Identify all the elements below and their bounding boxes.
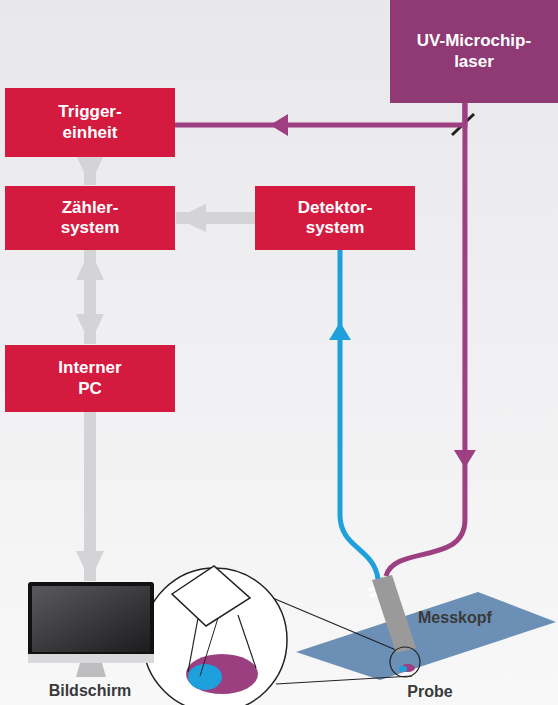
node-label: UV-Microchip- laser [415,31,533,72]
cone-line [238,615,256,668]
connector [176,218,255,219]
connector [386,103,476,576]
node-label: Zähler- system [59,198,121,239]
connector [90,412,91,581]
laser-box: UV-Microchip- laser [390,0,558,103]
monitor-chin [28,654,154,663]
probe-head-detail [172,566,250,626]
node-label: Detektor- system [296,198,374,239]
arrow-head [270,114,288,136]
probe-tip-spot [399,666,407,672]
caption-label: Bildschirm [49,681,132,700]
sample-plane [296,592,556,680]
detection-fiber [340,250,378,579]
measuring-head: Messkopf [370,573,508,663]
arrow-head [329,322,351,340]
connector [329,250,378,579]
beam-line [175,103,465,125]
connector [90,250,91,344]
process-box: Detektor- system [255,186,415,250]
process-box: Trigger- einheit [5,88,175,157]
monitor-frame [28,582,154,662]
signal-arrow [84,250,96,344]
signal-arrow [84,157,96,185]
connector [175,103,465,136]
detection-spot [188,664,222,690]
arrow-head [454,450,476,468]
probe-head [372,575,416,653]
process-box: Interner PC [5,345,175,412]
connector [90,157,91,185]
probe-tip-circle [390,647,420,677]
node-label: Interner PC [57,358,124,399]
sample-label: Probe [407,683,452,701]
signal-arrow [176,212,255,224]
leader-line [276,676,412,684]
signal-arrow [84,412,96,581]
monitor-stand [76,663,106,677]
monitor-screen [32,586,150,652]
cone-line [188,618,198,672]
caption-label: Messkopf [418,608,492,627]
laser-spot [186,654,258,694]
cone-line [200,618,218,676]
excitation-fiber [386,103,465,576]
node-label: Trigger- einheit [57,102,124,143]
process-box: Zähler- system [5,186,175,250]
monitor: Bildschirm [20,582,160,700]
